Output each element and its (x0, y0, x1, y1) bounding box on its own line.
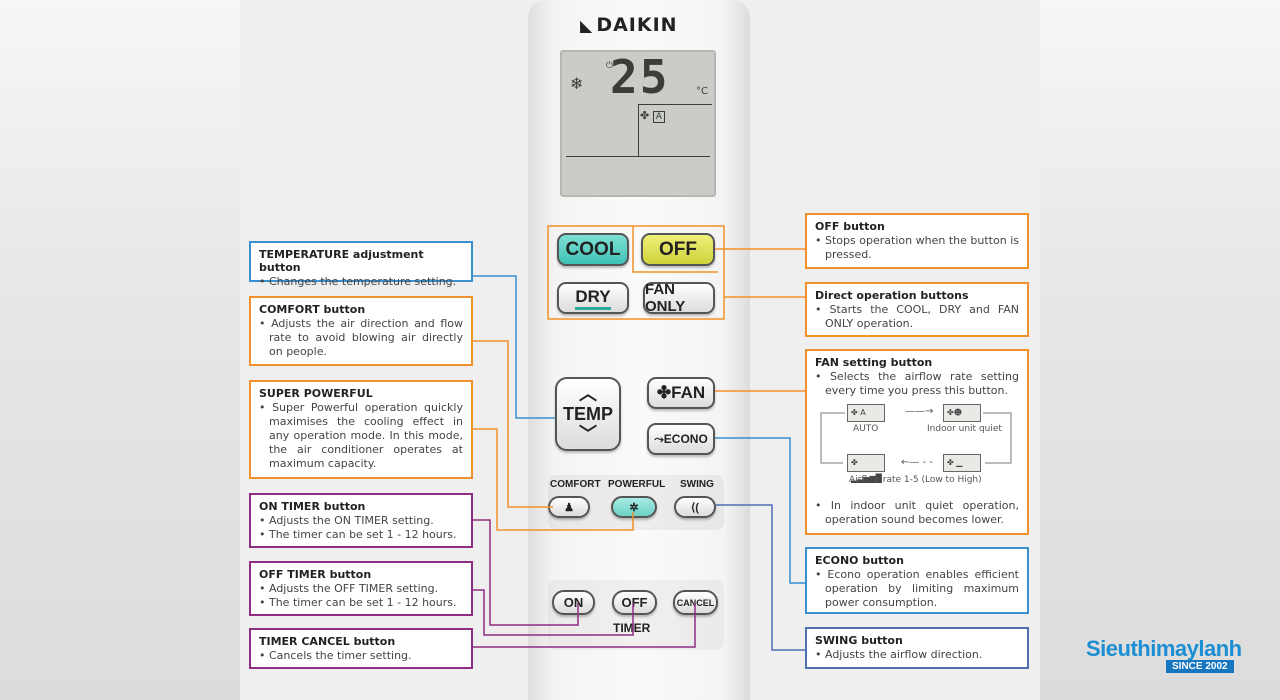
off-timer-callout: OFF TIMER button • Adjusts the OFF TIMER… (249, 561, 473, 616)
timer-cancel-callout: TIMER CANCEL button • Cancels the timer … (249, 628, 473, 669)
swing-button[interactable]: ⟨( (674, 496, 716, 518)
on-timer-button[interactable]: ON (552, 590, 595, 615)
powerful-label: POWERFUL (608, 479, 666, 490)
powerful-button[interactable]: ✲ (611, 496, 657, 518)
power-icon: ⏻ (606, 61, 614, 71)
dry-button[interactable]: DRY (557, 282, 629, 314)
person-icon: ♟ (564, 501, 574, 514)
temperature-callout: TEMPERATURE adjustment button • Changes … (249, 241, 473, 288)
swing-icon: ⟨( (691, 501, 699, 514)
swing-callout: SWING button • Adjusts the airflow direc… (805, 627, 1029, 669)
lcd-temperature: 25 (610, 50, 670, 104)
swing-label: SWING (680, 479, 714, 490)
fan-rate-high-display: ✤ ▂▃▅▆█ (847, 454, 885, 483)
lcd-fan-auto: ✤ A (640, 109, 665, 123)
arrow-right-icon: ——→ (905, 406, 934, 417)
timer-label: TIMER (613, 621, 651, 635)
fan-setting-callout: FAN setting button • Selects the airflow… (805, 349, 1029, 535)
lcd-unit: °C (696, 86, 708, 97)
temp-button[interactable]: ︿ TEMP ﹀ (555, 377, 621, 451)
econo-callout: ECONO button • Econo operation enables e… (805, 547, 1029, 614)
econo-icon: ⤳ (654, 431, 664, 446)
comfort-callout: COMFORT button • Adjusts the air directi… (249, 296, 473, 366)
fan-button[interactable]: ✤FAN (647, 377, 715, 409)
arrow-left-icon: ←— - - (901, 457, 933, 468)
fan-auto-display: ✤ A (847, 404, 885, 422)
airflow-cycle-diagram: ✤ A AUTO ——→ ✤☻ Indoor unit quiet ✤ ▂▃▅▆… (815, 402, 1019, 497)
direct-operation-callout: Direct operation buttons • Starts the CO… (805, 282, 1029, 337)
watermark-logo: Sieuthimaylanh (1086, 636, 1242, 661)
fan-rate-low-display: ✤ ▁ (943, 454, 981, 472)
lcd-display: ❄ ⏻ 25 °C ✤ A (560, 50, 716, 197)
fan-quiet-display: ✤☻ (943, 404, 981, 422)
off-button[interactable]: OFF (641, 233, 715, 266)
chevron-down-icon: ﹀ (579, 424, 597, 444)
super-powerful-callout: SUPER POWERFUL • Super Powerful operatio… (249, 380, 473, 479)
snowflake-icon: ❄ (570, 74, 584, 93)
on-timer-callout: ON TIMER button • Adjusts the ON TIMER s… (249, 493, 473, 548)
cool-button[interactable]: COOL (557, 233, 629, 266)
chevron-up-icon: ︿ (579, 384, 597, 404)
fan-icon: ✤ (656, 383, 672, 402)
comfort-label: COMFORT (550, 479, 601, 490)
daikin-logo: ◣DAIKIN (580, 14, 678, 36)
powerful-icon: ✲ (629, 501, 639, 514)
off-timer-button[interactable]: OFF (612, 590, 657, 615)
watermark-since: SINCE 2002 (1166, 660, 1234, 673)
econo-button[interactable]: ⤳ECONO (647, 423, 715, 455)
off-callout: OFF button • Stops operation when the bu… (805, 213, 1029, 269)
fan-only-button[interactable]: FAN ONLY (643, 281, 715, 315)
